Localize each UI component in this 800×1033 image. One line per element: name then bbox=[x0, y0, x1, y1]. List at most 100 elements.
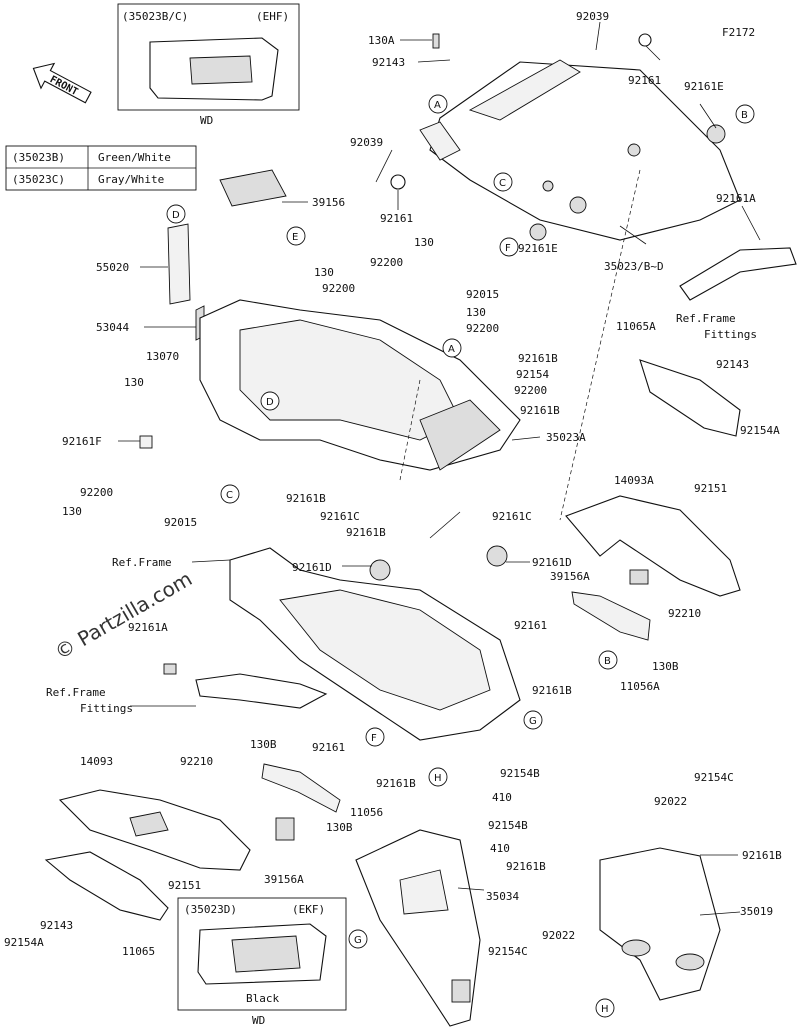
label-14093: 14093 bbox=[80, 755, 113, 768]
svg-text:H: H bbox=[434, 773, 442, 784]
callout-G-mid: G bbox=[523, 710, 543, 730]
inset-bottom-variant: (EKF) bbox=[292, 903, 325, 916]
label-130B-left: 130B bbox=[250, 738, 277, 751]
callout-D-left: D bbox=[166, 204, 186, 224]
label-92200-c: 92200 bbox=[466, 322, 499, 335]
label-92015-low: 92015 bbox=[164, 516, 197, 529]
label-11065A: 11065A bbox=[616, 320, 656, 333]
grommet-92161-left bbox=[390, 174, 406, 190]
grommet-92161E-center bbox=[529, 223, 547, 241]
ref-frame-fittings-left bbox=[195, 673, 328, 709]
svg-text:H: H bbox=[601, 1004, 609, 1015]
callout-H-mid: H bbox=[428, 767, 448, 787]
grommet-92161E-right bbox=[706, 124, 726, 144]
label-92161F: 92161F bbox=[62, 435, 102, 448]
bolt-130A bbox=[432, 33, 440, 49]
label-130-a: 130 bbox=[314, 266, 334, 279]
callout-B-mid: B bbox=[598, 650, 618, 670]
svg-text:F: F bbox=[505, 243, 511, 254]
label-92210-right: 92210 bbox=[668, 607, 701, 620]
tail-cover-35019-lamp bbox=[621, 939, 651, 957]
label-92161B-a: 92161B bbox=[518, 352, 558, 365]
label-92154: 92154 bbox=[516, 368, 549, 381]
label-92161B-f: 92161B bbox=[376, 777, 416, 790]
leader-lines bbox=[118, 21, 761, 916]
svg-text:D: D bbox=[172, 210, 180, 221]
inset-top: (35023B/C) (EHF) WD bbox=[117, 3, 300, 127]
label-92161B-e: 92161B bbox=[532, 684, 572, 697]
label-92154A-left: 92154A bbox=[4, 936, 44, 949]
label-130-c: 130 bbox=[466, 306, 486, 319]
label-92154C-top: 92154C bbox=[694, 771, 734, 784]
callout-F-mid: F bbox=[365, 727, 385, 747]
inner-fender-35034-tab bbox=[451, 979, 471, 1003]
callout-circles: A B C F E D A D C B F G H G H bbox=[166, 94, 755, 1018]
label-39156A-left: 39156A bbox=[264, 873, 304, 886]
label-35023-BD: 35023/B~D bbox=[604, 260, 664, 273]
svg-text:A: A bbox=[434, 100, 441, 111]
svg-text:B: B bbox=[741, 110, 748, 121]
label-14093A: 14093A bbox=[614, 474, 654, 487]
label-130A: 130A bbox=[368, 34, 395, 47]
fender-hole-1 bbox=[569, 196, 587, 214]
svg-text:C: C bbox=[499, 178, 506, 189]
part-number-labels: 130A 92039 92143 92161 92161E 92039 9216… bbox=[4, 10, 782, 958]
label-11056: 11056 bbox=[350, 806, 383, 819]
inset-bottom-caption: WD bbox=[252, 1014, 265, 1027]
inner-fender-35034-recess bbox=[399, 869, 449, 915]
label-92161C-a: 92161C bbox=[320, 510, 360, 523]
label-92039-top: 92039 bbox=[576, 10, 609, 23]
svg-text:G: G bbox=[354, 935, 362, 946]
label-130-d: 130 bbox=[124, 376, 144, 389]
figure-code: F2172 bbox=[722, 26, 755, 39]
label-92161B-b: 92161B bbox=[520, 404, 560, 417]
side-cover-11065A bbox=[639, 359, 741, 437]
svg-text:B: B bbox=[604, 656, 611, 667]
label-55020 bbox=[167, 223, 191, 305]
grommet-92161-top bbox=[638, 33, 652, 47]
tail-cover-35019 bbox=[599, 847, 721, 1001]
label-92039-left: 92039 bbox=[350, 136, 383, 149]
fender-bracket-top bbox=[468, 59, 581, 121]
label-92154B-b: 92154B bbox=[488, 819, 528, 832]
label-92161E-top: 92161E bbox=[684, 80, 724, 93]
callout-C-top: C bbox=[493, 172, 513, 192]
callout-G-bottom: G bbox=[348, 929, 368, 949]
label-92154A-right: 92154A bbox=[740, 424, 780, 437]
watermark: © Partzilla.com bbox=[51, 566, 197, 664]
label-92161A-left: 92161A bbox=[128, 621, 168, 634]
fender-side-tab bbox=[419, 121, 461, 161]
label-92022-top: 92022 bbox=[654, 795, 687, 808]
fender-hole-3 bbox=[627, 143, 641, 157]
grommet-92161D-right bbox=[486, 545, 508, 567]
svg-text:G: G bbox=[529, 716, 537, 727]
front-arrow: FRONT bbox=[32, 62, 92, 104]
label-92161B-c: 92161B bbox=[286, 492, 326, 505]
label-130-b: 130 bbox=[414, 236, 434, 249]
label-92161A-right: 92161A bbox=[716, 192, 756, 205]
label-92154C-low: 92154C bbox=[488, 945, 528, 958]
label-55020: 55020 bbox=[96, 261, 129, 274]
rod-part bbox=[429, 511, 461, 539]
side-cover-14093A bbox=[565, 495, 741, 597]
color-table-color-1: Green/White bbox=[98, 151, 171, 164]
rear-fender-wd-panel bbox=[189, 55, 253, 85]
fender-hole-2 bbox=[542, 180, 554, 192]
label-35023A: 35023A bbox=[546, 431, 586, 444]
label-92161B-g: 92161B bbox=[506, 860, 546, 873]
label-92161D-a: 92161D bbox=[292, 561, 332, 574]
label-fittings-left: Fittings bbox=[80, 702, 133, 715]
label-130B-low: 130B bbox=[326, 821, 353, 834]
label-fittings-right: Fittings bbox=[704, 328, 757, 341]
inset-top-variant: (EHF) bbox=[256, 10, 289, 23]
svg-text:E: E bbox=[292, 232, 298, 243]
label-ref-frame-right: Ref.Frame bbox=[676, 312, 736, 325]
callout-C-mid: C bbox=[220, 484, 240, 504]
color-table-code-2: (35023C) bbox=[12, 173, 65, 186]
label-92015-top: 92015 bbox=[466, 288, 499, 301]
label-92210-left: 92210 bbox=[180, 755, 213, 768]
callout-A-mid: A bbox=[442, 338, 462, 358]
label-92161C-b: 92161C bbox=[492, 510, 532, 523]
ref-frame-fittings-right bbox=[679, 247, 797, 301]
